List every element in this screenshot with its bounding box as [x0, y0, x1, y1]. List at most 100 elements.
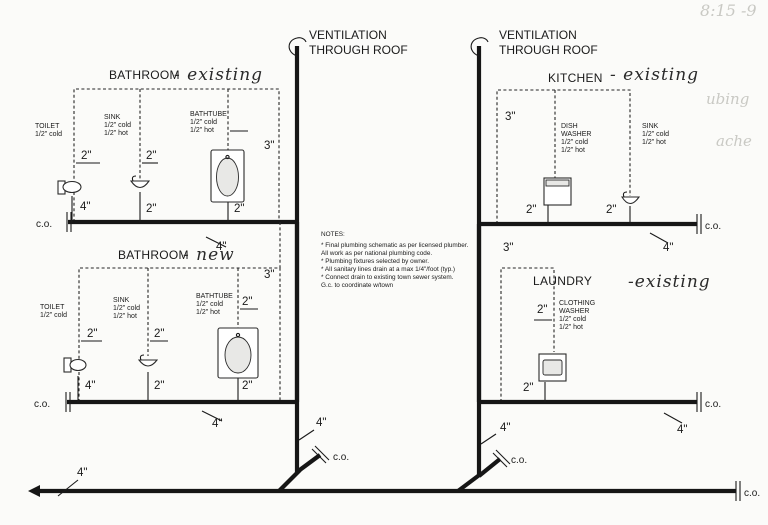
cleanout-bath-existing: c.o. [36, 219, 52, 230]
dim-sink-top: 2" [146, 150, 156, 162]
bathtub-label: BATHTUBE [190, 111, 227, 118]
sink-supply-cold: 1/2" cold [113, 305, 140, 312]
bathtub-supply-cold: 1/2" cold [190, 119, 217, 126]
notes-line-5: * Connect drain to existing town sewer s… [321, 274, 454, 281]
notes-line-4: * All sanitary lines drain at a max 1/4"… [321, 266, 455, 273]
kitchen-sink-icon [621, 191, 641, 205]
sink-label: SINK [113, 297, 130, 304]
vent-stack-right: VENTILATION THROUGH ROOF [470, 28, 598, 437]
margin-scribble: 8:15 -9 ubing ache [700, 1, 757, 150]
bathtub-label: BATHTUBE [196, 293, 233, 300]
cleanout-stack-right: c.o. [511, 455, 527, 466]
toilet-icon [57, 180, 82, 195]
dim-washer-bottom: 2" [523, 382, 533, 394]
cleanout-main: c.o. [744, 488, 760, 499]
dim-dishwasher-bottom: 2" [526, 204, 536, 216]
bathtub-supply-hot: 1/2" hot [190, 127, 214, 134]
sink-supply-hot: 1/2" hot [113, 313, 137, 320]
cleanout-laundry: c.o. [705, 399, 721, 410]
vent-label-right-2: THROUGH ROOF [499, 43, 598, 57]
supply-line-laundry [500, 267, 555, 402]
cleanout-bath-new: c.o. [34, 399, 50, 410]
laundry-handnote: -existing [628, 272, 711, 292]
dim-sink-top: 2" [154, 328, 164, 340]
vent-label-left-1: VENTILATION [309, 28, 387, 42]
dim-toilet-top: 2" [87, 328, 97, 340]
sink-icon [137, 354, 159, 367]
dishwasher-label-2: WASHER [561, 131, 591, 138]
kitchen-sink-supply-hot: 1/2" hot [642, 139, 666, 146]
dim-stack-right: 4" [500, 422, 510, 434]
dim-stack: 3" [264, 269, 274, 281]
dim-stack: 3" [264, 140, 274, 152]
notes-line-1: * Final plumbing schematic as per licens… [321, 242, 469, 249]
margin-scribble-1: 8:15 -9 [700, 1, 757, 20]
toilet-label: TOILET [40, 304, 65, 311]
arrow-left-icon [28, 485, 40, 497]
notes-line-3: * Plumbing fixtures selected by owner. [321, 258, 429, 265]
margin-scribble-3: ache [716, 132, 752, 150]
washer-icon [538, 353, 567, 382]
bathroom-new-handnote: - new [183, 245, 235, 265]
laundry-title: LAUNDRY [533, 274, 592, 288]
dim-stack-left: 4" [316, 417, 326, 429]
toilet-icon [63, 357, 87, 373]
dim-stack: 3" [505, 111, 515, 123]
washer-label-2: WASHER [559, 308, 589, 315]
cleanout-kitchen: c.o. [705, 221, 721, 232]
bathtub-icon [210, 149, 245, 203]
kitchen-sink-supply-cold: 1/2" cold [642, 131, 669, 138]
kitchen-title: KITCHEN [548, 71, 603, 85]
bathroom-existing-handnote: - existing [174, 65, 263, 85]
bathtub-supply-hot: 1/2" hot [196, 309, 220, 316]
margin-scribble-2: ubing [706, 90, 749, 108]
dim-washer-top: 2" [537, 304, 547, 316]
dim-sink-bottom: 2" [146, 203, 156, 215]
stack-left-base: c.o. 4" [277, 417, 349, 493]
dim-toilet-bottom: 4" [80, 201, 90, 213]
dim-tub-top: 2" [242, 296, 252, 308]
main-sewer: c.o. 4" [28, 467, 760, 501]
dishwasher-supply-hot: 1/2" hot [561, 147, 585, 154]
dim-tub-bottom: 2" [234, 203, 244, 215]
cleanout-stack-left: c.o. [333, 452, 349, 463]
dishwasher-supply-cold: 1/2" cold [561, 139, 588, 146]
washer-supply-hot: 1/2" hot [559, 324, 583, 331]
kitchen: KITCHEN - existing 3" DISH WASHER 1/2" c… [479, 65, 721, 254]
dim-stack: 3" [503, 242, 513, 254]
notes-line-2: All work as per national plumbing code. [321, 250, 432, 257]
kitchen-handnote: - existing [610, 65, 699, 85]
laundry: 3" LAUNDRY -existing CLOTHING WASHER 1/2… [479, 242, 721, 436]
dim-main: 4" [212, 418, 222, 430]
toilet-label: TOILET [35, 123, 60, 130]
dim-toilet-top: 2" [81, 150, 91, 162]
washer-supply-cold: 1/2" cold [559, 316, 586, 323]
notes: NOTES: * Final plumbing schematic as per… [321, 231, 469, 289]
notes-title: NOTES: [321, 231, 345, 238]
sink-supply-cold: 1/2" cold [104, 122, 131, 129]
vent-label-left-2: THROUGH ROOF [309, 43, 408, 57]
kitchen-sink-label: SINK [642, 123, 659, 130]
bathroom-new: 4" BATHROOM - new TOILET 1/2" cold SINK … [34, 222, 297, 430]
toilet-supply: 1/2" cold [35, 131, 62, 138]
bathroom-existing: BATHROOM - existing TOILET 1/2" cold SIN… [35, 65, 297, 232]
dim-tub-bottom: 2" [242, 380, 252, 392]
dim-main-sewer: 4" [77, 467, 87, 479]
bathtub-supply-cold: 1/2" cold [196, 301, 223, 308]
dim-main-top: 4" [216, 241, 226, 253]
sink-label: SINK [104, 114, 121, 121]
dishwasher-icon [543, 177, 572, 206]
dim-kitchen-main: 4" [663, 242, 673, 254]
dim-toilet-bottom: 4" [85, 380, 95, 392]
bathroom-new-title: BATHROOM [118, 248, 189, 262]
supply-line-bath-existing [73, 88, 280, 222]
dishwasher-label-1: DISH [561, 123, 578, 130]
sink-icon [129, 175, 151, 189]
bathtub-icon [217, 327, 259, 379]
notes-line-6: G.c. to coordinate w/town [321, 282, 394, 289]
stack-right-base: c.o. 4" [456, 422, 527, 493]
dim-kitchen-sink-bottom: 2" [606, 204, 616, 216]
vent-label-right-1: VENTILATION [499, 28, 577, 42]
